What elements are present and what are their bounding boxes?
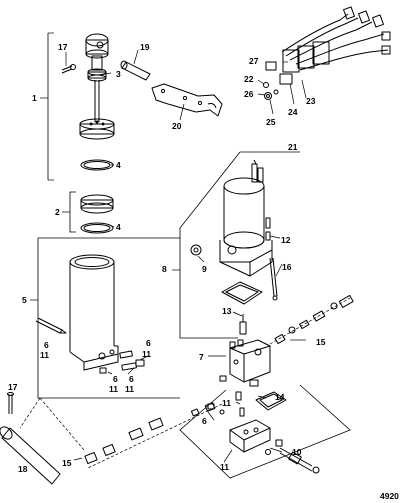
callout-14: 14 — [275, 392, 285, 402]
callout-11: 11 — [142, 349, 151, 359]
seal-kit — [80, 194, 114, 234]
callout-24: 24 — [288, 107, 298, 117]
callout-15: 15 — [62, 458, 72, 468]
callout-17: 17 — [58, 42, 68, 52]
callout-10: 10 — [292, 447, 302, 457]
callout-19: 19 — [140, 42, 150, 52]
cylinder-fittings — [99, 350, 145, 374]
callout-11: 11 — [222, 398, 231, 408]
callout-8: 8 — [162, 264, 167, 274]
callout-1: 1 — [32, 93, 37, 103]
callout-labels: 1 17 3 19 20 4 2 4 27 22 26 25 24 23 21 … — [8, 42, 399, 501]
fittings-cluster — [207, 339, 245, 417]
callout-13: 13 — [222, 306, 232, 316]
callout-7: 7 — [199, 352, 204, 362]
callout-11: 11 — [220, 462, 229, 472]
callout-6: 6 — [146, 338, 151, 348]
callout-2: 2 — [55, 207, 60, 217]
callout-16: 16 — [282, 262, 292, 272]
fittings-line-bottom — [84, 402, 223, 469]
bracket-20 — [151, 83, 223, 117]
valve-block-10 — [179, 384, 351, 479]
pin-19 — [120, 60, 151, 81]
bracket-1 — [40, 32, 54, 181]
callout-18: 18 — [18, 464, 28, 474]
callout-11: 11 — [125, 384, 134, 394]
wire-harness — [263, 6, 391, 100]
callout-11: 11 — [40, 350, 49, 360]
fittings-line-top — [269, 294, 354, 345]
pump-motor — [190, 159, 278, 335]
callout-21: 21 — [288, 142, 298, 152]
callout-5: 5 — [22, 295, 27, 305]
callout-26: 26 — [244, 89, 254, 99]
callout-6: 6 — [113, 374, 118, 384]
callout-6: 6 — [44, 340, 49, 350]
callout-4: 4 — [116, 160, 121, 170]
bracket-2 — [62, 191, 76, 233]
valve-body — [229, 339, 271, 383]
callout-17: 17 — [8, 382, 18, 392]
callout-9: 9 — [202, 264, 207, 274]
callout-25: 25 — [266, 117, 276, 127]
ram-upper-assembly — [61, 33, 115, 171]
callout-6: 6 — [202, 416, 207, 426]
callout-11: 11 — [109, 384, 118, 394]
callout-27: 27 — [249, 56, 259, 66]
callout-12: 12 — [281, 235, 291, 245]
plate-14 — [249, 379, 287, 411]
callout-23: 23 — [306, 96, 316, 106]
callout-3: 3 — [116, 69, 121, 79]
handle-18 — [0, 397, 85, 485]
callout-6: 6 — [129, 374, 134, 384]
cylinder-5 — [35, 254, 119, 371]
callout-22: 22 — [244, 74, 254, 84]
pin-17-lower — [7, 392, 14, 414]
callout-15: 15 — [316, 337, 326, 347]
callout-20: 20 — [172, 121, 182, 131]
callout-4: 4 — [116, 222, 121, 232]
pump-motor-frame — [172, 151, 300, 339]
leader-lines — [65, 49, 307, 463]
drawing-number: 4920 — [380, 491, 399, 501]
bracket-5 — [30, 237, 180, 399]
